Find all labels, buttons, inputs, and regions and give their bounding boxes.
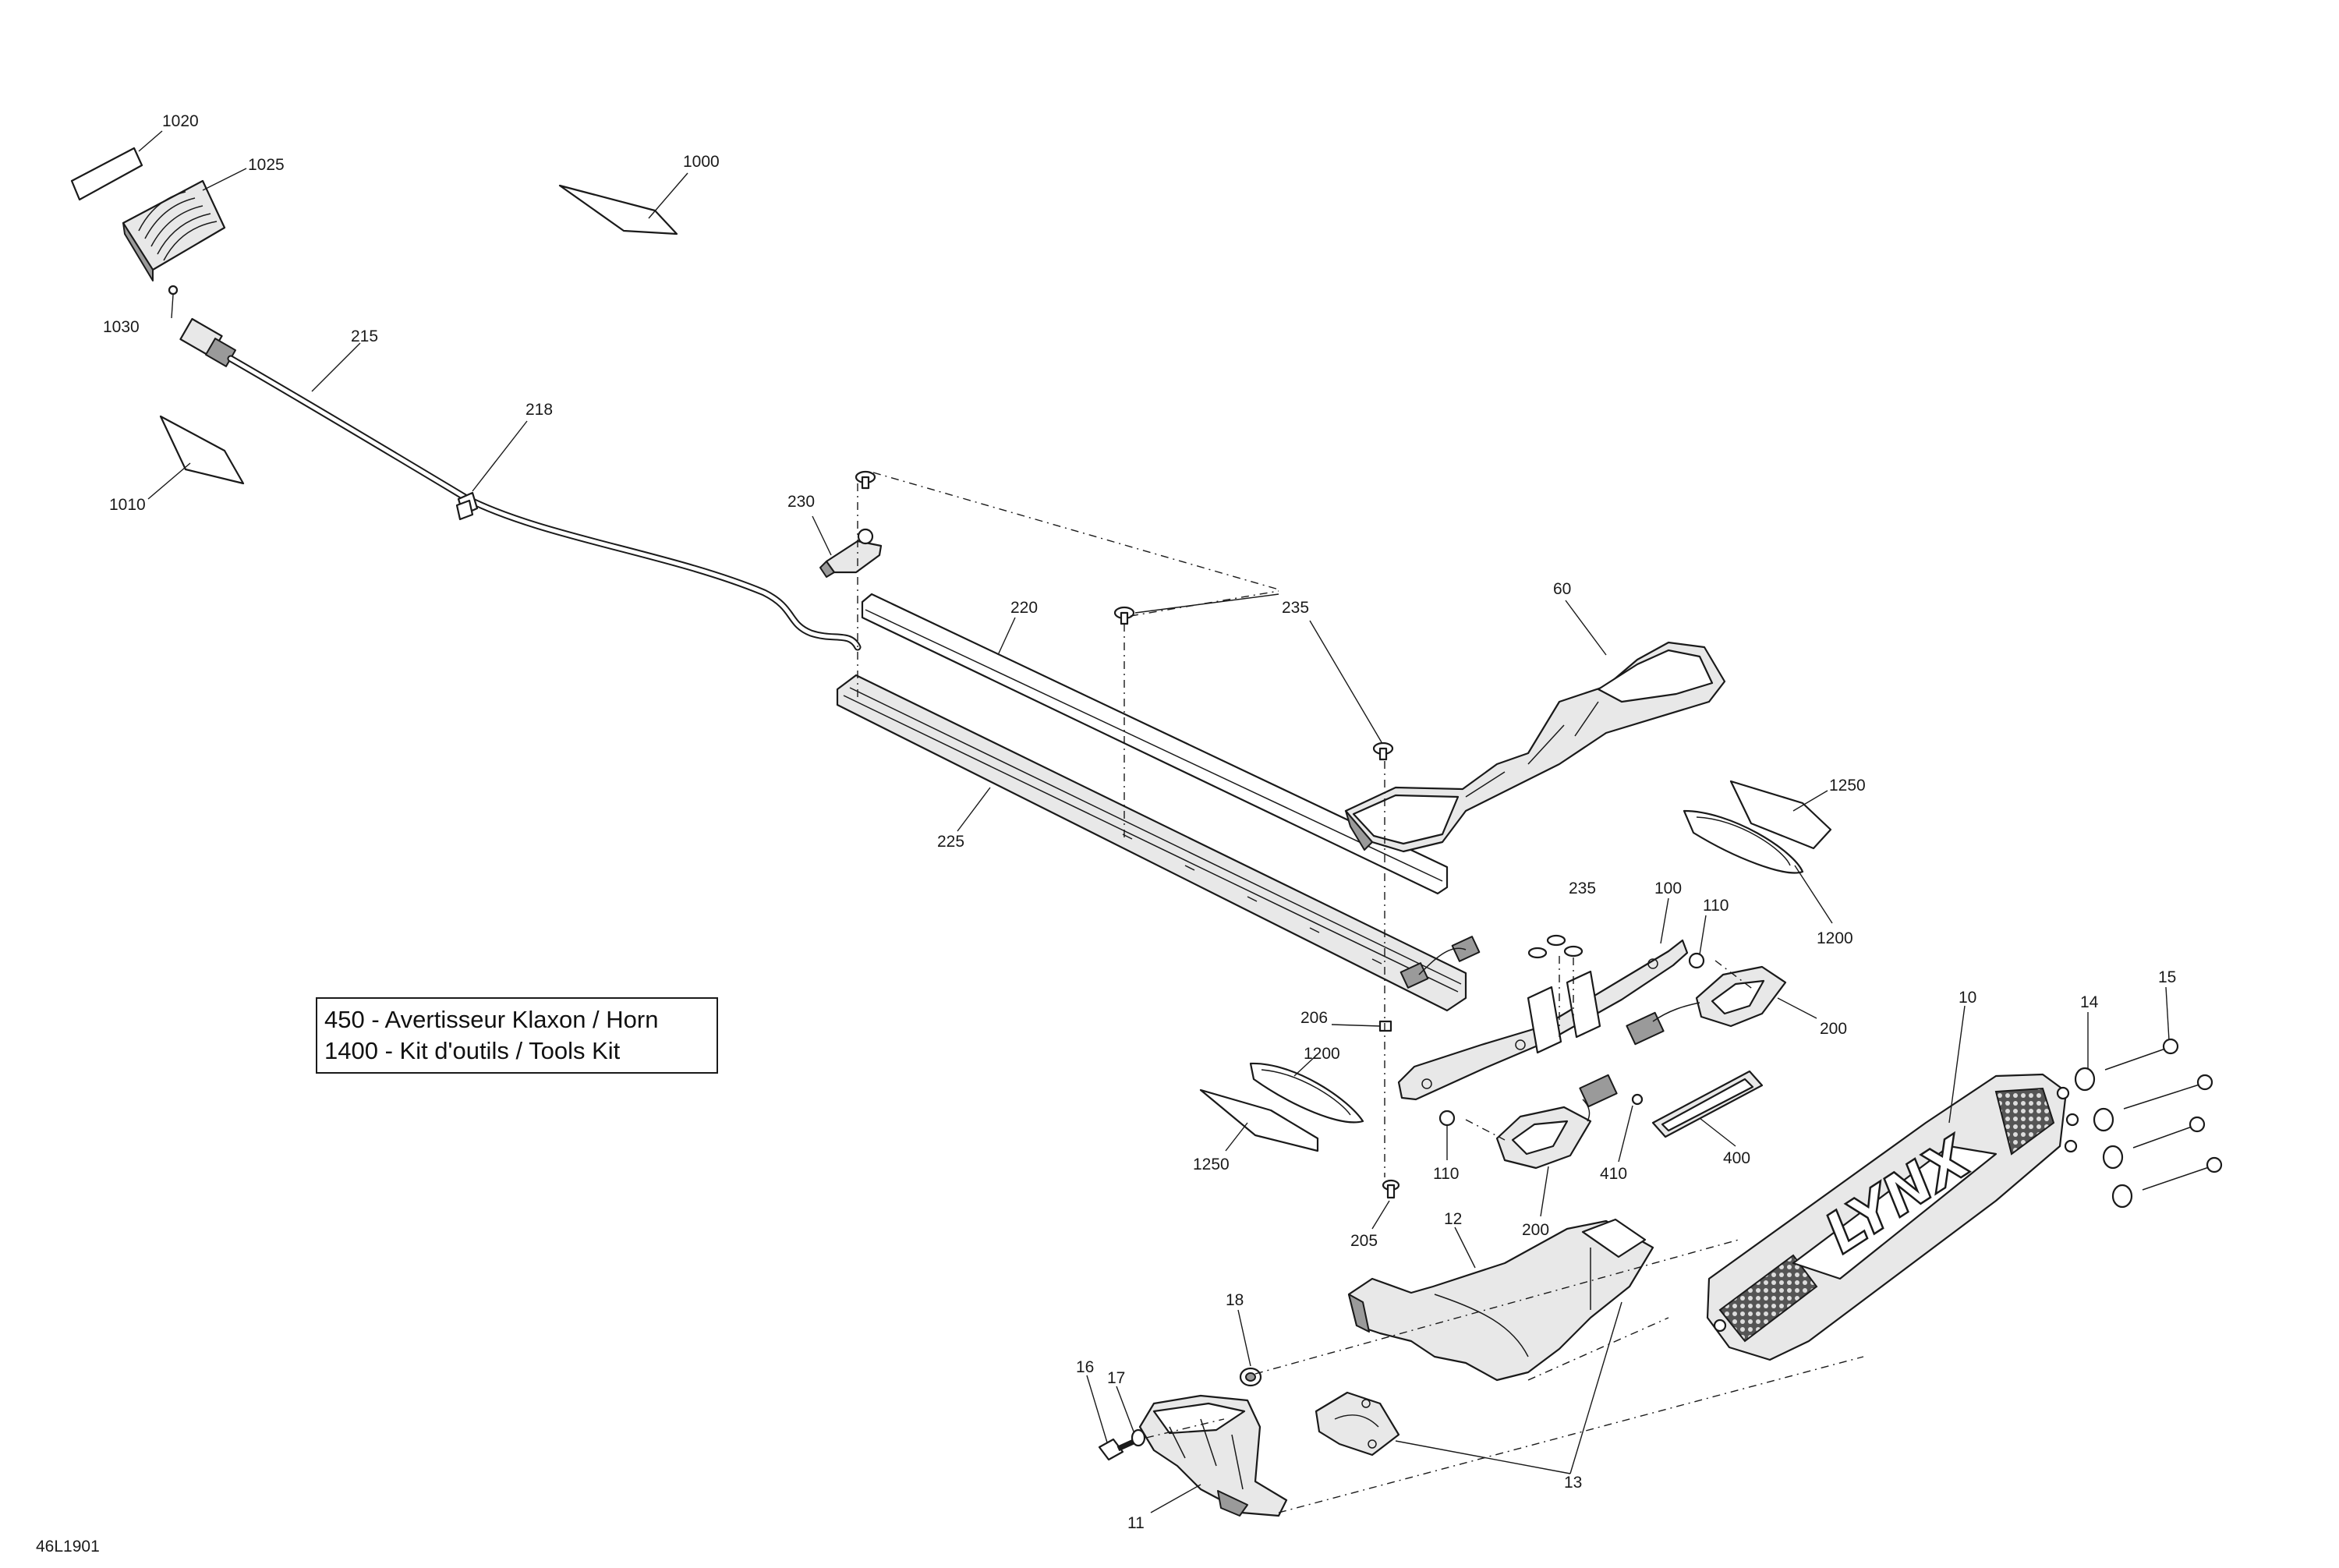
callout-1030: 1030	[103, 318, 140, 336]
legend-tools-kit: 1400 - Kit d'outils / Tools Kit	[324, 1037, 621, 1064]
mount-bracket-100	[1397, 939, 1689, 1101]
callout-215: 215	[351, 327, 378, 345]
callout-1025: 1025	[248, 156, 285, 174]
callout-1250-right: 1250	[1829, 777, 1866, 795]
rail-225	[836, 674, 1467, 1012]
bolts-15	[2104, 1038, 2223, 1191]
callout-1020: 1020	[162, 112, 199, 130]
callout-110-lower: 110	[1433, 1165, 1459, 1183]
nut-18	[1239, 1367, 1262, 1387]
horn-cable-215	[179, 317, 862, 651]
callout-206: 206	[1300, 1009, 1328, 1027]
callout-205: 205	[1350, 1232, 1378, 1250]
decal-1010	[159, 415, 245, 485]
legend-box: 450 - Avertisseur Klaxon / Horn 1400 - K…	[316, 997, 718, 1074]
lamp-200-lower	[1495, 1074, 1618, 1170]
screw-1030	[168, 285, 179, 296]
screw-205	[1382, 1179, 1400, 1199]
callout-400: 400	[1723, 1149, 1750, 1167]
flap-bracket-12	[1347, 1218, 1654, 1382]
nut-110-lower	[1438, 1110, 1456, 1127]
callout-1200-left: 1200	[1304, 1045, 1340, 1063]
washers-14	[2074, 1067, 2133, 1209]
callout-220: 220	[1010, 599, 1038, 617]
tool-holder-1025	[122, 179, 226, 281]
callout-218: 218	[525, 401, 553, 419]
assembly-lines	[857, 472, 1864, 1513]
rail-220	[861, 593, 1449, 895]
callout-12: 12	[1444, 1210, 1462, 1228]
callout-235-lamp: 235	[1569, 880, 1596, 897]
gasket-1200-right	[1683, 809, 1804, 874]
callout-labels: 1020 1025 1030 1000 1010 215 218 230 220…	[103, 112, 2176, 1532]
callout-110-upper: 110	[1703, 897, 1729, 915]
legend-horn: 450 - Avertisseur Klaxon / Horn	[324, 1006, 658, 1033]
callout-1250-left: 1250	[1193, 1156, 1230, 1173]
callout-60: 60	[1553, 580, 1571, 598]
callout-1010: 1010	[109, 496, 146, 514]
bracket-13	[1315, 1391, 1400, 1457]
washer-17	[1131, 1428, 1146, 1447]
screw-235-mid	[1113, 606, 1135, 625]
callout-235-top: 235	[1282, 599, 1309, 617]
callout-13: 13	[1564, 1474, 1582, 1492]
bolt-16	[1098, 1438, 1137, 1461]
clip-cable-lower	[455, 499, 474, 521]
callout-11: 11	[1127, 1514, 1145, 1532]
callout-17: 17	[1107, 1369, 1125, 1387]
gasket-1200-left	[1249, 1062, 1364, 1124]
wire-harness-connector	[1400, 936, 1481, 989]
hinge-bracket-11	[1138, 1394, 1288, 1517]
decal-1000	[558, 184, 678, 235]
nut-206	[1378, 1020, 1392, 1032]
callout-410: 410	[1600, 1165, 1627, 1183]
snow-flap-10: LYNX	[1706, 1073, 2079, 1361]
bracket-230	[819, 528, 883, 578]
leader-lines	[138, 130, 2170, 1513]
lens-1250-left	[1199, 1088, 1319, 1152]
callout-100: 100	[1654, 880, 1682, 897]
reflector-400	[1651, 1070, 1764, 1138]
callout-1000: 1000	[683, 153, 720, 171]
bolt-235-lamp	[1527, 934, 1584, 959]
nut-110-upper	[1688, 952, 1705, 969]
callout-1200-right: 1200	[1817, 929, 1853, 947]
callout-200-upper: 200	[1820, 1020, 1847, 1038]
diagram-code: 46L1901	[36, 1538, 100, 1556]
callout-15: 15	[2158, 968, 2176, 986]
callout-225: 225	[937, 833, 964, 851]
screw-235-light	[1372, 742, 1394, 761]
taillight-housing-60	[1344, 641, 1726, 853]
callout-18: 18	[1226, 1291, 1244, 1309]
lamp-200-upper	[1626, 965, 1787, 1046]
sticker-1020	[70, 147, 143, 201]
screw-410	[1631, 1093, 1644, 1106]
callout-16: 16	[1076, 1358, 1094, 1376]
callout-10: 10	[1959, 989, 1976, 1007]
screw-235-top	[855, 470, 876, 490]
callout-14: 14	[2080, 993, 2099, 1011]
lens-1250-right	[1729, 780, 1832, 850]
callout-230: 230	[787, 493, 815, 511]
callout-200-lower: 200	[1522, 1221, 1549, 1239]
